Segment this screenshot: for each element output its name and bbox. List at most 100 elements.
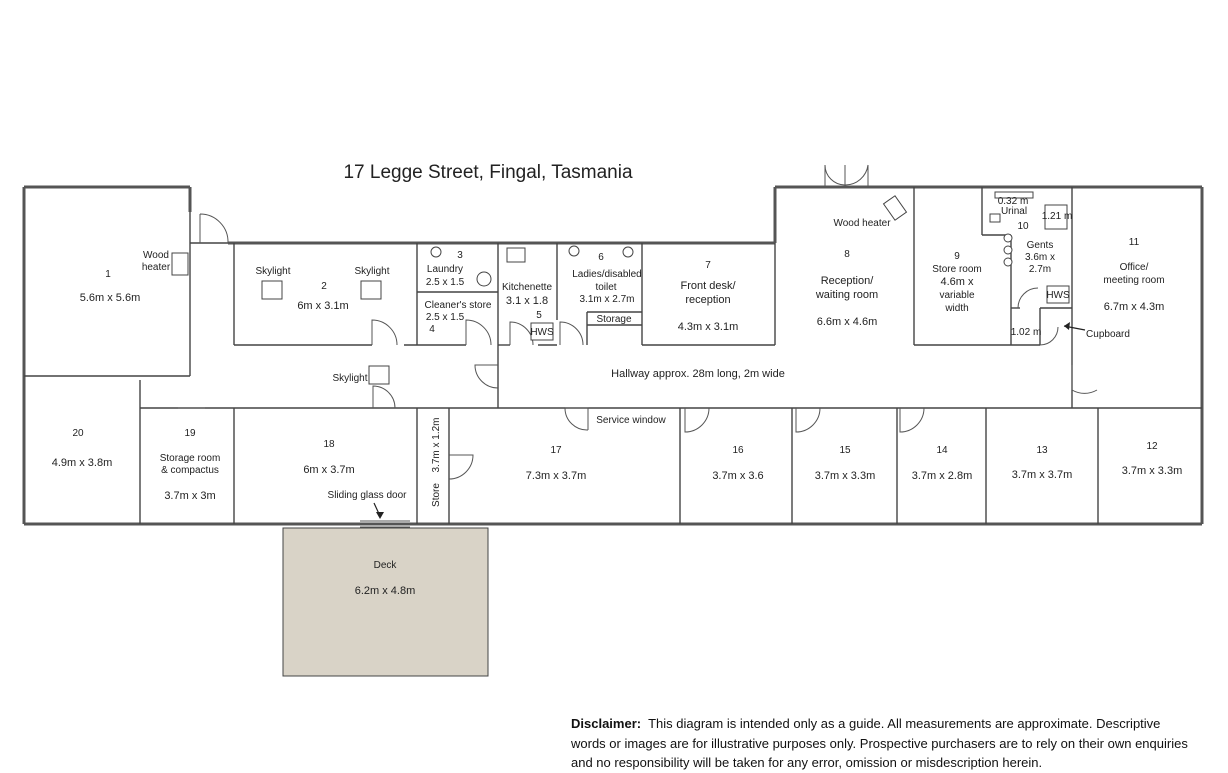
room-11-name-1: Office/ [1120, 262, 1149, 273]
room-12-number: 12 [1146, 441, 1158, 452]
room-15-number: 15 [839, 445, 851, 456]
toilet-6-icon [568, 245, 580, 257]
room-4-number: 4 [429, 324, 435, 335]
room-19-name-2: & compactus [161, 465, 219, 476]
washing-machine-icon [476, 271, 492, 287]
store-dimensions: 3.7m x 1.2m [431, 417, 442, 472]
room-10-name: Gents [1027, 240, 1054, 251]
room-6-dim: 3.1m x 2.7m [579, 294, 634, 305]
service-window-label: Service window [596, 415, 666, 426]
storage-label: Storage [596, 314, 631, 325]
urinal-dim: 0.32 m [998, 196, 1029, 207]
room-7-name-2: reception [685, 294, 730, 306]
wood-heater-8-icon [882, 195, 908, 221]
room-6-name-2: toilet [595, 282, 616, 293]
windows [178, 407, 410, 528]
room-8-name-1: Reception/ [821, 275, 875, 287]
room-17-number: 17 [550, 445, 562, 456]
address-title: 17 Legge Street, Fingal, Tasmania [343, 162, 632, 183]
gents-small-dim: 1.21 m [1042, 211, 1073, 222]
room-20-number: 20 [72, 428, 84, 439]
room-10-dim-2: 2.7m [1029, 264, 1051, 275]
wood-heater-1-icon [171, 252, 189, 276]
room-8-number: 8 [844, 249, 850, 260]
outer-walls [22, 185, 1204, 526]
room-7-number: 7 [705, 260, 711, 271]
room-6-name-1: Ladies/disabled [572, 269, 642, 280]
room-20-dim: 4.9m x 3.8m [52, 457, 113, 469]
room-2-number: 2 [321, 281, 327, 292]
room-3-dim: 2.5 x 1.5 [426, 277, 465, 288]
skylight-2-icon [360, 280, 382, 300]
room-labels: 1 5.6m x 5.6m Wood heater 2 6m x 3.1m Sk… [52, 196, 1183, 507]
room-5-number: 5 [536, 310, 542, 321]
store-label: Store [431, 483, 442, 507]
skylight-1-icon [261, 280, 283, 300]
room-7-dim: 4.3m x 3.1m [678, 321, 739, 333]
room-9-dim-2: variable [939, 290, 974, 301]
doors [199, 164, 1098, 480]
room-19-dim: 3.7m x 3m [164, 490, 215, 502]
cupboard-label: Cupboard [1086, 329, 1130, 340]
room-4-name: Cleaner's store [425, 300, 492, 311]
room-14-dim: 3.7m x 2.8m [912, 470, 973, 482]
wood-heater-8-label: Wood heater [833, 218, 891, 229]
fixtures [171, 191, 1086, 519]
hws-kitchen-box [530, 322, 554, 341]
interior-walls [24, 187, 1202, 524]
room-18-dim: 6m x 3.7m [303, 464, 354, 476]
room-10-number: 10 [1017, 221, 1029, 232]
room-7-name-1: Front desk/ [680, 280, 736, 292]
skylight-label-1: Skylight [255, 266, 290, 277]
hallway-label: Hallway approx. 28m long, 2m wide [611, 368, 785, 380]
room-13-dim: 3.7m x 3.7m [1012, 469, 1073, 481]
room-11-number: 11 [1129, 237, 1140, 248]
room-19-name-1: Storage room [160, 453, 221, 464]
deck-dimensions: 6.2m x 4.8m [355, 585, 416, 597]
kitchen-sink-icon [506, 247, 526, 263]
cupboard-dim: 1.02 m [1011, 327, 1042, 338]
room-12-dim: 3.7m x 3.3m [1122, 465, 1183, 477]
room-2-dim: 6m x 3.1m [297, 300, 348, 312]
room-5-dim: 3.1 x 1.8 [506, 295, 548, 307]
room-3-name: Laundry [427, 264, 463, 275]
disclaimer-heading: Disclaimer: [571, 716, 642, 731]
skylight-label-2: Skylight [354, 266, 389, 277]
hws-label-gents: HWS [1046, 290, 1070, 301]
room-18-number: 18 [323, 439, 335, 450]
deck [282, 527, 489, 677]
room-8-dim: 6.6m x 4.6m [817, 316, 878, 328]
room-13-number: 13 [1036, 445, 1048, 456]
room-11-name-2: meeting room [1103, 275, 1164, 286]
hws-label-kitchen: HWS [530, 327, 554, 338]
room-8-name-2: waiting room [815, 289, 878, 301]
deck-label: Deck [374, 560, 398, 571]
wood-heater-1-label-a: Wood [143, 250, 169, 261]
room-11-dim: 6.7m x 4.3m [1104, 301, 1165, 313]
room-1-dim: 5.6m x 5.6m [80, 292, 141, 304]
room-9-name: Store room [932, 264, 981, 275]
room-4-dim: 2.5 x 1.5 [426, 312, 465, 323]
room-10-dim-1: 3.6m x [1025, 252, 1055, 263]
room-17-dim: 7.3m x 3.7m [526, 470, 587, 482]
room-15-dim: 3.7m x 3.3m [815, 470, 876, 482]
room-9-number: 9 [954, 251, 960, 262]
skylight-3-icon [368, 365, 390, 385]
room-5-name: Kitchenette [502, 282, 552, 293]
room-9-dim-1: 4.6m x [940, 276, 974, 288]
room-1-number: 1 [105, 269, 111, 280]
room-6-number: 6 [598, 252, 604, 263]
disclaimer-text: This diagram is intended only as a guide… [571, 716, 1188, 770]
wood-heater-1-label-b: heater [142, 262, 171, 273]
skylight-label-3: Skylight [332, 373, 367, 384]
room-16-dim: 3.7m x 3.6 [712, 470, 763, 482]
urinal-icon [994, 191, 1034, 199]
disclaimer: Disclaimer: This diagram is intended onl… [571, 714, 1191, 773]
room-19-number: 19 [184, 428, 196, 439]
room-14-number: 14 [936, 445, 948, 456]
room-3-number: 3 [457, 250, 463, 261]
hws-gents-box [1046, 285, 1070, 304]
sliding-glass-door-label: Sliding glass door [328, 490, 408, 501]
room-16-number: 16 [732, 445, 744, 456]
